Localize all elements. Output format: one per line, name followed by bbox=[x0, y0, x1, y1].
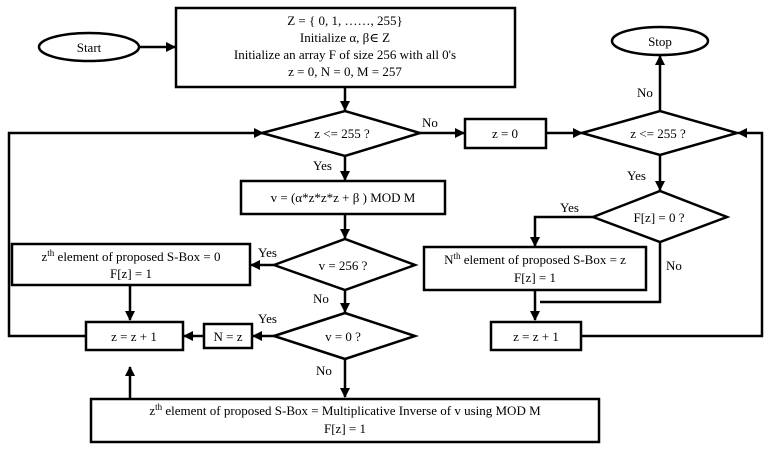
stop-label: Stop bbox=[648, 34, 672, 49]
compute-v-node: v = (α*z*z*z + β ) MOD M bbox=[239, 179, 447, 216]
edge-inc-loop-left bbox=[7, 128, 264, 338]
init-line-3: Initialize an array F of size 256 with a… bbox=[234, 47, 456, 62]
edge-labels: No Yes Yes No Yes No No Yes Yes No bbox=[258, 85, 682, 378]
cond-fz-label: F[z] = 0 ? bbox=[633, 210, 684, 225]
label-v256-yes: Yes bbox=[258, 245, 277, 260]
cond-z-le-255-left: z <= 255 ? bbox=[257, 109, 425, 158]
init-line-4: z = 0, N = 0, M = 257 bbox=[288, 64, 402, 79]
sbox-zero-line-2: F[z] = 1 bbox=[110, 266, 152, 281]
inc-z-right-label: z = z + 1 bbox=[513, 329, 559, 344]
label-cond2-yes: Yes bbox=[627, 168, 646, 183]
reset-z-label: z = 0 bbox=[492, 126, 518, 141]
reset-z-node: z = 0 bbox=[463, 117, 548, 150]
cond-fz-0: F[z] = 0 ? bbox=[589, 189, 731, 244]
edge-fz-no bbox=[540, 243, 662, 304]
sbox-inverse-line-2: F[z] = 1 bbox=[324, 421, 366, 436]
inc-z-right-node: z = z + 1 bbox=[489, 320, 583, 352]
inc-z-left-node: z = z + 1 bbox=[84, 320, 185, 352]
init-line-1: Z = { 0, 1, ……, 255} bbox=[287, 13, 403, 28]
cond-v256-label: v = 256 ? bbox=[319, 258, 368, 273]
cond1-label: z <= 255 ? bbox=[314, 126, 370, 141]
sbox-inverse-node: zth element of proposed S-Box = Multipli… bbox=[89, 397, 601, 444]
stop-node: Stop bbox=[610, 25, 710, 57]
sbox-n-line-1: Nth element of proposed S-Box = z bbox=[444, 251, 626, 267]
label-fz-yes: Yes bbox=[560, 200, 579, 215]
label-cond2-no: No bbox=[637, 85, 653, 100]
init-node: Z = { 0, 1, ……, 255} Initialize α, β∈ Z … bbox=[174, 6, 517, 89]
label-cond1-no: No bbox=[422, 115, 438, 130]
cond-z-le-255-right: z <= 255 ? bbox=[577, 109, 742, 157]
sbox-n-node: Nth element of proposed S-Box = z F[z] =… bbox=[422, 245, 648, 292]
label-v256-no: No bbox=[313, 291, 329, 306]
sbox-n-line-2: F[z] = 1 bbox=[514, 270, 556, 285]
init-line-2: Initialize α, β∈ Z bbox=[300, 30, 390, 45]
assign-n-node: N = z bbox=[202, 322, 254, 350]
label-fz-no: No bbox=[666, 258, 682, 273]
label-v0-yes: Yes bbox=[258, 311, 277, 326]
label-v0-no: No bbox=[316, 363, 332, 378]
cond-v-256: v = 256 ? bbox=[270, 237, 419, 292]
connectors bbox=[7, 42, 764, 399]
start-node: Start bbox=[37, 31, 141, 63]
assign-n-label: N = z bbox=[214, 329, 243, 344]
inc-z-left-label: z = z + 1 bbox=[111, 329, 157, 344]
cond-v0-label: v = 0 ? bbox=[325, 329, 361, 344]
sbox-inverse-line-1: zth element of proposed S-Box = Multipli… bbox=[149, 402, 541, 418]
compute-v-label: v = (α*z*z*z + β ) MOD M bbox=[271, 190, 416, 205]
sbox-zero-node: zth element of proposed S-Box = 0 F[z] =… bbox=[10, 242, 252, 287]
label-cond1-yes: Yes bbox=[313, 158, 332, 173]
edge-fz-yes bbox=[530, 215, 593, 247]
start-label: Start bbox=[77, 40, 102, 55]
sbox-zero-line-1: zth element of proposed S-Box = 0 bbox=[42, 248, 221, 264]
cond-v-0: v = 0 ? bbox=[269, 311, 420, 361]
cond2-label: z <= 255 ? bbox=[630, 126, 686, 141]
edge-inc-loop-right bbox=[582, 128, 764, 338]
